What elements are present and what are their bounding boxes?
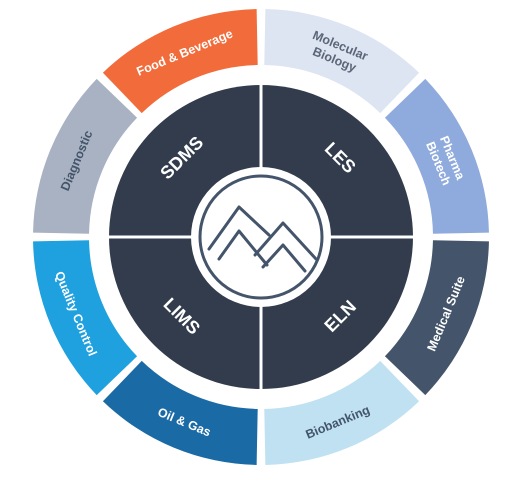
logo-mountain-stroke-1 [207,205,271,251]
segment-shape [33,240,138,396]
segment-shape [384,78,489,234]
logo-ring [198,174,324,300]
segment-food-and-beverage: Food & Beverage [102,9,258,114]
segment-shape [102,360,258,465]
segment-medical-suite: Medical Suite [384,240,489,396]
segment-oil-and-gas: Oil & Gas [102,360,258,465]
segment-shape [102,9,258,114]
logo-mountain-stroke-3 [253,221,318,261]
segment-pharma-biotech: PharmaBiotech [384,78,489,234]
segment-shape [384,240,489,396]
mountain-logo-icon [191,167,331,307]
segment-shape [33,78,138,234]
segment-shape [264,360,420,465]
segment-diagnostic: Diagnostic [33,78,138,234]
logo-mountain-stroke-4 [261,243,307,273]
segment-quality-control: Quality Control [33,240,138,396]
segment-shape [264,9,420,114]
segment-molecular-biology: MolecularBiology [264,9,420,114]
logo-backdrop [191,167,331,307]
segment-biobanking: Biobanking [264,360,420,465]
